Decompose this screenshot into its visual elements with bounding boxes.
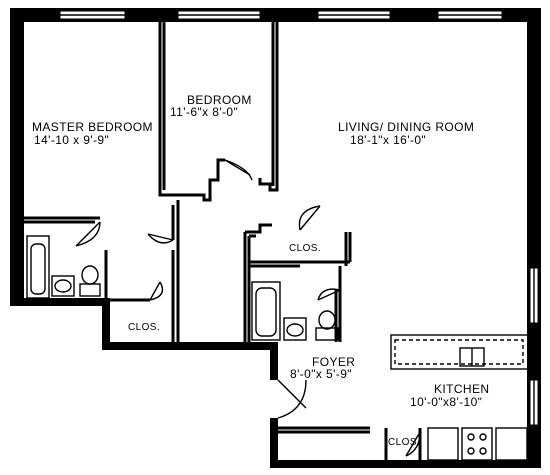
foyer-dims: 8'-0"x 5'-9": [290, 367, 352, 381]
doors: [75, 159, 421, 457]
kitchen-name: KITCHEN: [434, 382, 489, 396]
door-master-bath: [75, 221, 101, 247]
living-dining-name: LIVING/ DINING ROOM: [338, 120, 474, 134]
door-center-closet: [298, 205, 321, 231]
closet-center-label: CLOS.: [289, 243, 321, 254]
window-top-2: [177, 10, 261, 20]
window-right-2: [529, 379, 539, 426]
door-center-bath: [317, 288, 341, 301]
door-hall: [147, 233, 174, 244]
window-top-1: [59, 10, 126, 20]
window-top-4: [437, 10, 503, 20]
master-bedroom-dims: 14'-10 x 9'-9": [34, 133, 109, 147]
closet-lower-left-label: CLOS.: [128, 322, 160, 333]
kitchen-dims: 10'-0"x8'-10": [410, 395, 482, 409]
window-right-1: [529, 267, 539, 324]
bathtub-center: [251, 281, 281, 341]
sink-center: [283, 317, 307, 341]
door-entry: [277, 379, 307, 419]
fixtures: [26, 235, 529, 461]
exterior-walls: [10, 8, 541, 468]
window-top-3: [317, 10, 391, 20]
closet-kitchen-label: CLOS.: [388, 437, 420, 448]
door-bedroom: [224, 159, 253, 181]
interior-walls: [24, 22, 422, 460]
labels: MASTER BEDROOM 14'-10 x 9'-9" BEDROOM 11…: [32, 93, 489, 448]
windows: [59, 10, 539, 426]
toilet-center: [315, 310, 339, 341]
toilet-left: [79, 265, 101, 297]
counter: [495, 427, 528, 461]
master-bedroom-name: MASTER BEDROOM: [32, 120, 153, 134]
stove: [461, 427, 493, 461]
door-kitchen-closet: [405, 431, 421, 457]
refrigerator: [427, 427, 459, 461]
bedroom-dims: 11'-6"x 8'-0": [170, 105, 238, 119]
living-dining-dims: 18'-1"x 16'-0": [350, 133, 426, 147]
bedroom-name: BEDROOM: [187, 93, 252, 107]
foyer-name: FOYER: [312, 355, 355, 369]
door-closet-lower-left: [149, 281, 164, 301]
sink-left: [51, 275, 75, 297]
kitchen-sink: [459, 347, 485, 367]
bathtub-left: [26, 235, 50, 299]
kitchen-island: [390, 334, 529, 370]
